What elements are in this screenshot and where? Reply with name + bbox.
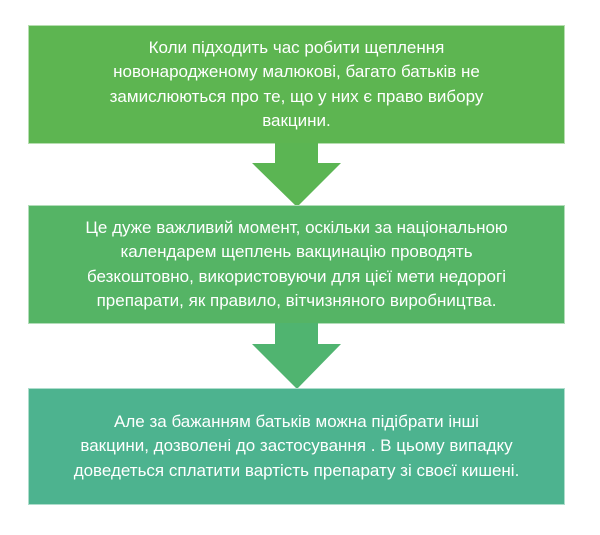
flow-step-2-line: безкоштовно, використовуючи для цієї мет… [87, 266, 506, 286]
arrow-2-shape [252, 323, 341, 389]
flow-step-2-line: календарем щеплень вакцинацію проводять [120, 242, 473, 261]
arrow-1-shape [252, 143, 341, 207]
flow-step-1-text: Коли підходить час робити щеплення новон… [110, 36, 484, 134]
flow-step-2-line: препарати, як правило, вітчизняного виро… [96, 291, 497, 310]
flow-step-2-text: Це дуже важливий момент, оскільки за нац… [85, 216, 507, 314]
arrow-down-icon [252, 323, 342, 389]
flow-step-2: Це дуже важливий момент, оскільки за нац… [28, 205, 565, 324]
flow-step-3-line: доведеться сплатити вартість препарату з… [73, 460, 520, 480]
arrow-down-icon [252, 143, 342, 207]
flow-step-3-line: вакцини, дозволені до застосування . В ц… [80, 436, 513, 456]
flow-step-3: Але за бажанням батьків можна підібрати … [28, 388, 565, 505]
flow-step-1: Коли підходить час робити щеплення новон… [28, 25, 565, 144]
flow-step-3-text: Але за бажанням батьків можна підібрати … [74, 410, 520, 484]
flow-step-1-line: Коли підходить час робити щеплення [148, 37, 445, 57]
flow-step-1-line: вакцини. [262, 111, 331, 130]
flow-step-3-line: Але за бажанням батьків можна підібрати … [114, 411, 479, 431]
flow-step-2-line: Це дуже важливий момент, оскільки за нац… [85, 217, 508, 237]
flow-step-1-line: замислюються про те, що у них є право ви… [109, 86, 484, 106]
flow-step-1-line: новонародженому малюкові, багато батьків… [113, 62, 480, 81]
